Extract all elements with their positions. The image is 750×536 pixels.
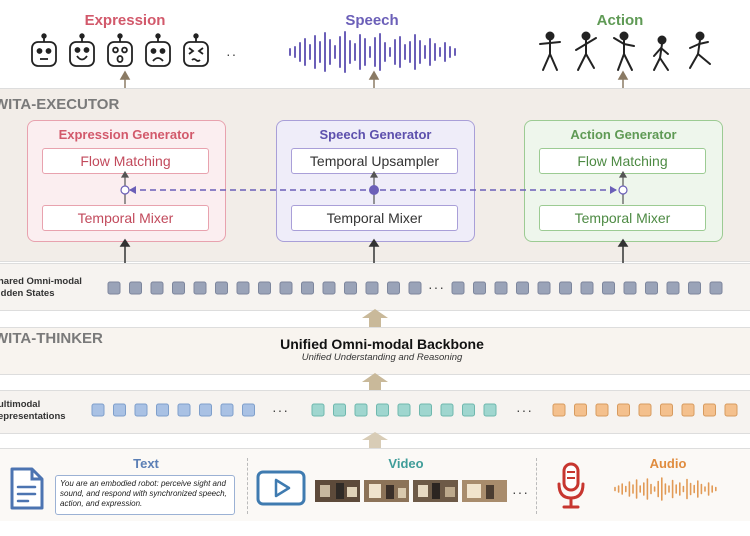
document-icon: [10, 467, 44, 510]
video-input-title: Video: [388, 456, 424, 471]
robot-faces-icon: [31, 33, 209, 67]
text-token-ellipsis: ···: [272, 402, 289, 418]
video-play-icon: [256, 470, 306, 506]
microphone-icon: [557, 462, 585, 509]
multimodal-to-thinker-arrow: [362, 373, 388, 391]
multimodal-label: ultimodal epresentations: [0, 399, 66, 423]
thinker-band: [0, 327, 750, 375]
hidden-states-label: hared Omni-modal idden States: [0, 276, 82, 300]
expression-temporal-mixer: Temporal Mixer: [42, 205, 209, 231]
audio-waveform-icon: [614, 477, 717, 501]
text-prompt-box: You are an embodied robot: perceive sigh…: [55, 475, 235, 515]
backbone-subtitle: Unified Understanding and Reasoning: [301, 352, 463, 363]
expression-generator-title: Expression Generator: [58, 127, 195, 142]
action-temporal-mixer: Temporal Mixer: [539, 205, 706, 231]
audio-input-title: Audio: [649, 456, 687, 471]
expression-ellipsis: ··: [226, 46, 238, 62]
action-stick-figures-icon: [539, 31, 711, 71]
inputs-to-multimodal-arrow: [362, 432, 388, 448]
video-token-ellipsis: ···: [516, 402, 533, 418]
speech-generator: Speech Generator Temporal Upsampler Temp…: [276, 120, 475, 242]
speech-output-title: Speech: [345, 12, 399, 29]
expression-output-title: Expression: [84, 12, 166, 29]
action-output-title: Action: [596, 12, 644, 29]
text-prompt: You are an embodied robot: perceive sigh…: [60, 479, 227, 508]
speech-temporal-mixer: Temporal Mixer: [291, 205, 458, 231]
thinker-label: WITA-THINKER: [0, 330, 103, 347]
divider-1: [247, 458, 248, 514]
backbone-title: Unified Omni-modal Backbone: [280, 336, 484, 352]
action-generator-title: Action Generator: [570, 127, 677, 142]
expression-generator: Expression Generator Flow Matching Tempo…: [27, 120, 226, 242]
video-frames: [315, 480, 507, 502]
hidden-states-label-line2: idden States: [0, 288, 55, 299]
multimodal-label-line1: ultimodal: [0, 399, 41, 410]
hidden-states-label-line1: hared Omni-modal: [0, 276, 82, 287]
thinker-to-hidden-arrow: [362, 309, 388, 327]
multimodal-label-line2: epresentations: [0, 411, 66, 422]
multimodal-tokens: [91, 403, 738, 417]
video-frames-ellipsis: ···: [512, 484, 529, 500]
executor-label: WITA-EXECUTOR: [0, 96, 120, 113]
divider-2: [536, 458, 537, 514]
speech-waveform-icon: [289, 31, 456, 73]
hidden-states-ellipsis: ···: [428, 279, 445, 295]
text-input-title: Text: [133, 456, 159, 471]
generator-connectors: [119, 170, 629, 268]
speech-generator-title: Speech Generator: [319, 127, 432, 142]
hidden-state-tokens: [107, 281, 723, 295]
